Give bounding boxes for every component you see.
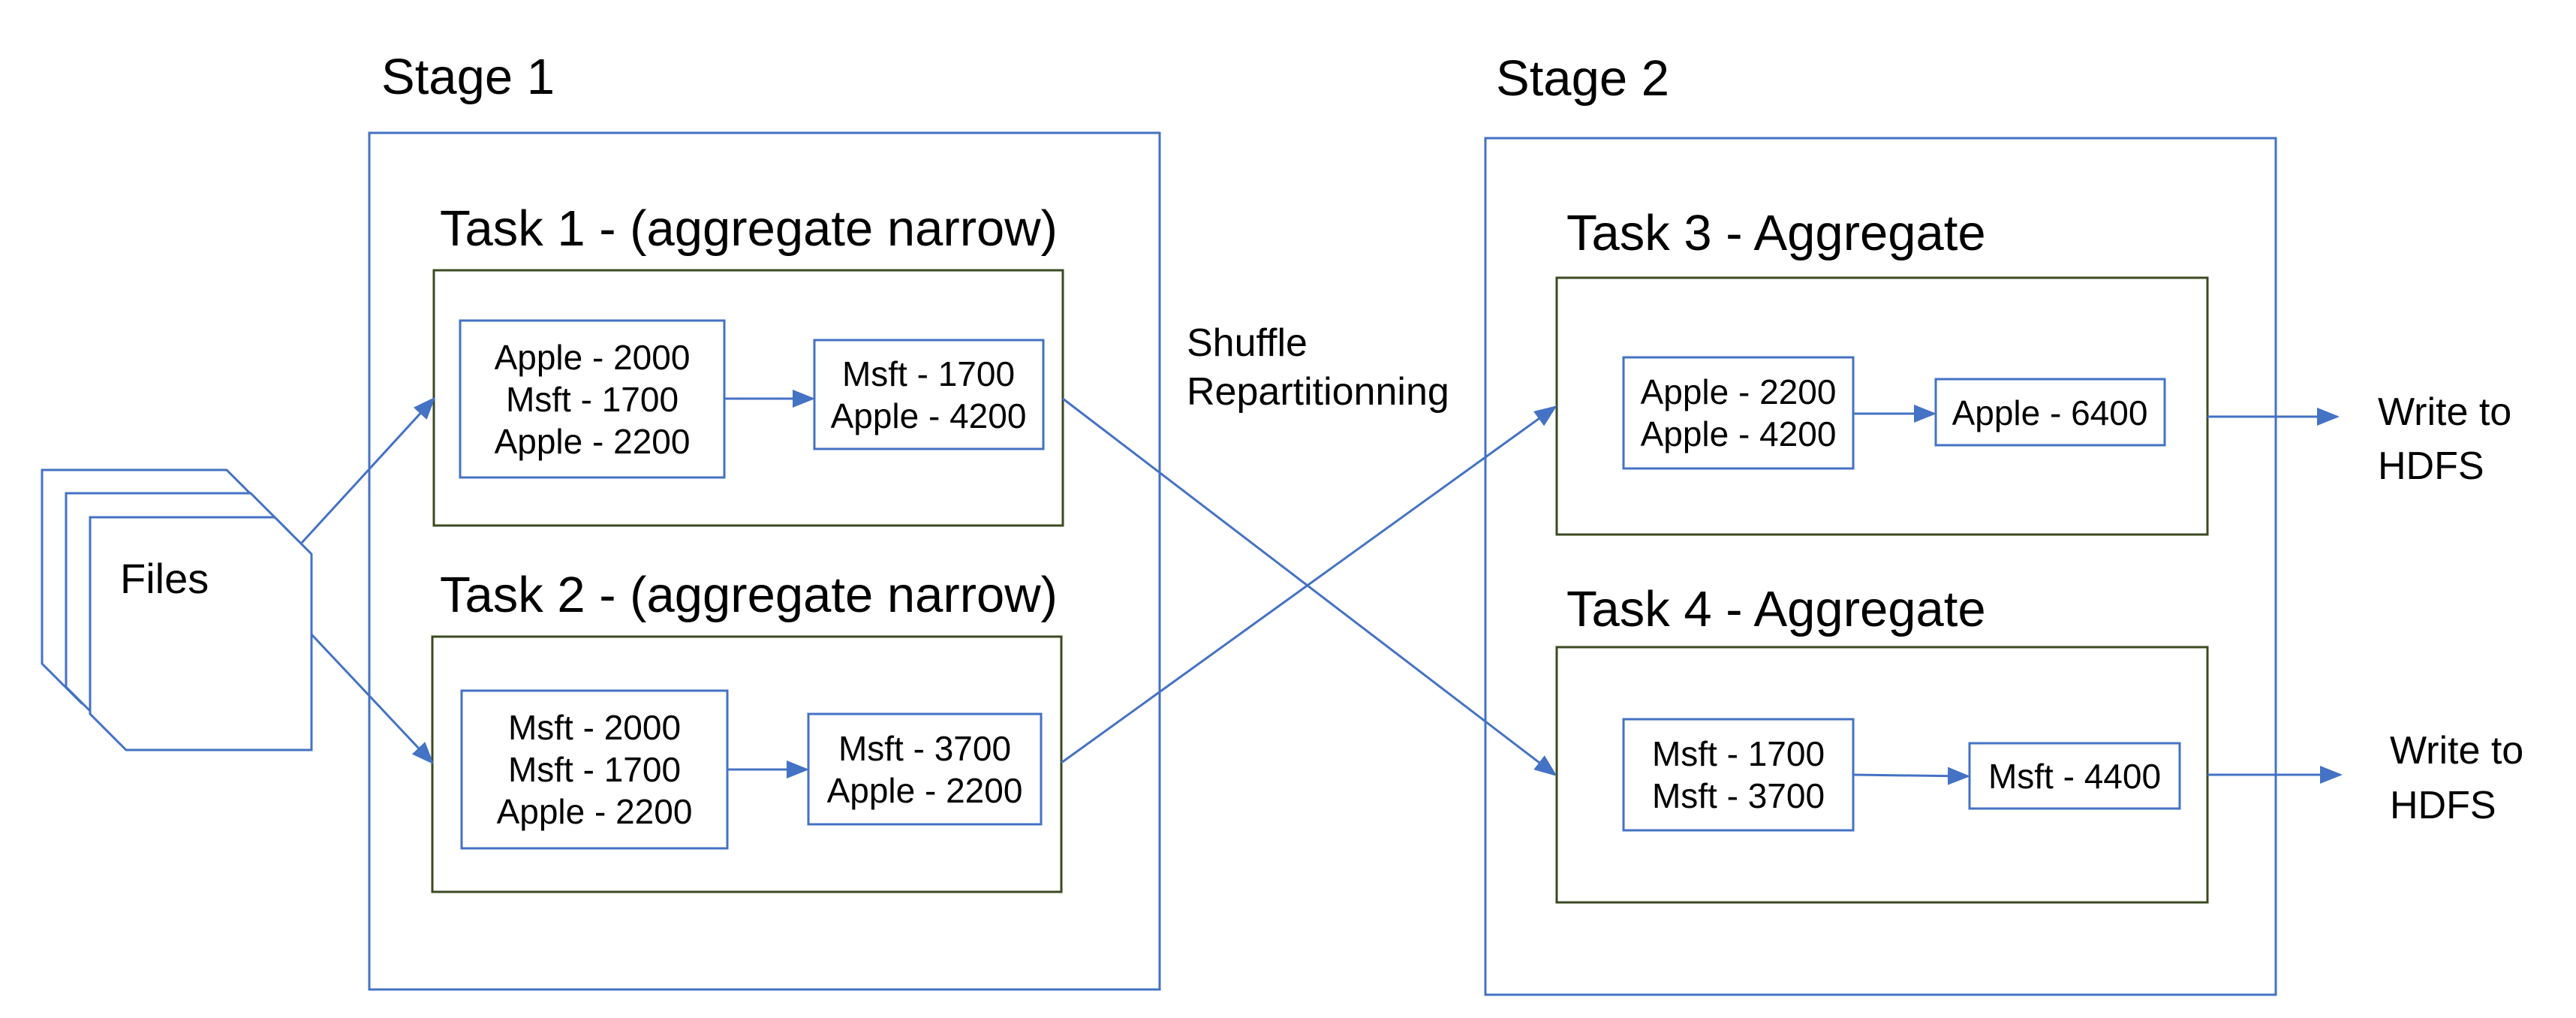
shuffle-label: Shuffle [1187,321,1308,365]
arrow-task4-input-to-output [1852,767,1970,785]
task1-output-line: Apple - 4200 [831,396,1027,435]
task2-input-line: Msft - 2000 [508,708,681,747]
task4-input-line: Msft - 1700 [1652,734,1825,773]
task2-input-line: Apple - 2200 [497,792,693,831]
task4-title: Task 4 - Aggregate [1566,581,1986,637]
task4-input-line: Msft - 3700 [1652,776,1825,815]
write-hdfs-label-1-line2: HDFS [2378,444,2484,488]
files-stack-icon [41,468,313,751]
task3-input-line: Apple - 2200 [1641,372,1837,411]
task1-input-line: Msft - 1700 [506,380,679,419]
task2-output-line: Msft - 3700 [838,729,1011,768]
arrow-files-to-task1 [300,396,436,544]
task1-output-line: Msft - 1700 [842,354,1015,393]
write-hdfs-label-1: Write to [2378,390,2511,434]
task2-output-line: Apple - 2200 [827,771,1023,810]
files-label: Files [120,555,209,602]
task3-input-line: Apple - 4200 [1641,414,1837,453]
stage1-title: Stage 1 [381,49,555,105]
arrow-task1-to-task4-shuffle [1062,397,1557,776]
task3-output-line: Apple - 6400 [1952,393,2148,432]
stage2-title: Stage 2 [1496,50,1669,107]
task2-input-line: Msft - 1700 [508,750,681,789]
task1-input-line: Apple - 2200 [495,422,691,461]
task3-title: Task 3 - Aggregate [1566,205,1986,261]
arrow-task2-to-task3-shuffle [1061,405,1557,764]
task4-output-line: Msft - 4400 [1988,757,2161,796]
file-page-front [89,516,313,751]
stage2-box [1484,137,2277,996]
write-hdfs-label-2: Write to [2390,729,2523,773]
task1-input-line: Apple - 2000 [495,338,691,377]
task2-title: Task 2 - (aggregate narrow) [440,567,1058,623]
write-hdfs-label-2-line2: HDFS [2390,784,2496,827]
stage1-box [368,131,1161,991]
repartition-label: Repartitionning [1187,370,1449,414]
arrow-files-to-task2 [310,633,435,765]
task1-title: Task 1 - (aggregate narrow) [440,200,1058,257]
